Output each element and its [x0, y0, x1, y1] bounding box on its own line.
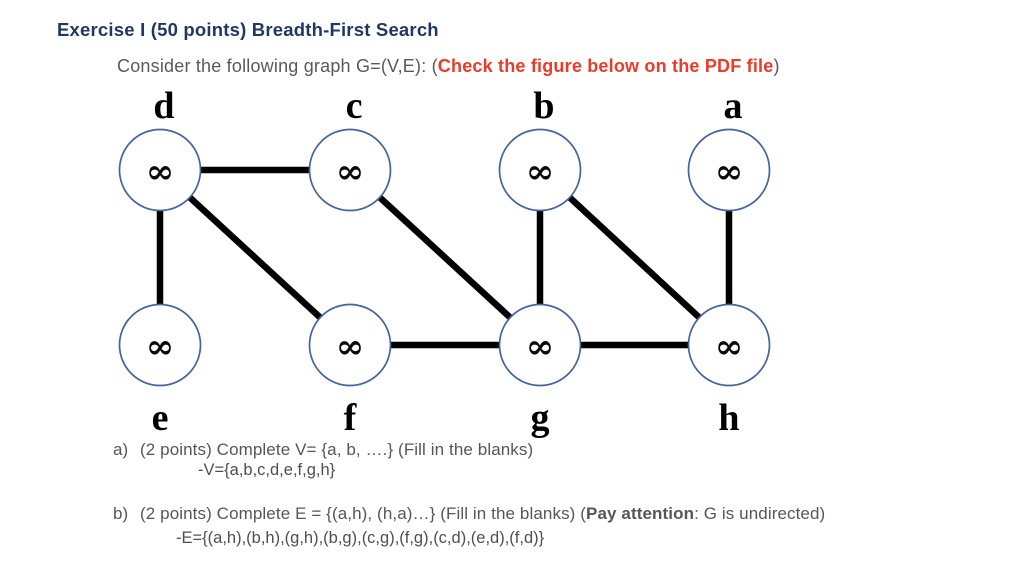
node-e-circle	[118, 303, 202, 387]
node-a-value-infinity: ∞	[715, 152, 743, 192]
section-a-answer: -V={a,b,c,d,e,f,g,h}	[198, 461, 336, 479]
node-g-circle	[498, 303, 582, 387]
node-c-label: c	[346, 85, 363, 127]
node-d-circle	[118, 128, 202, 212]
node-b-label: b	[533, 85, 554, 127]
section-b-text-bold: Pay attention	[586, 504, 695, 523]
intro-prefix: Consider the following graph G=(V,E): (	[117, 56, 438, 76]
section-b-text-suffix: : G is undirected)	[694, 504, 826, 523]
node-c-value-infinity: ∞	[336, 152, 364, 192]
section-a-text: (2 points) Complete V= {a, b, ….} (Fill …	[140, 440, 534, 459]
section-b-answer: -E={(a,h),(b,h),(g,h),(b,g),(c,g),(f,g),…	[176, 529, 545, 547]
intro-line: Consider the following graph G=(V,E): (C…	[117, 56, 780, 77]
intro-highlight-red: Check the figure below on the PDF file	[437, 56, 774, 76]
intro-suffix: )	[773, 56, 780, 76]
section-a-marker: a)	[113, 440, 129, 459]
node-g-value-infinity: ∞	[526, 327, 554, 367]
node-f-value-infinity: ∞	[336, 327, 364, 367]
node-b-value-infinity: ∞	[526, 152, 554, 192]
node-h-circle	[687, 303, 771, 387]
node-d-label: d	[153, 85, 174, 127]
node-g-label: g	[531, 397, 550, 439]
node-h-value-infinity: ∞	[715, 327, 743, 367]
node-f-label: f	[344, 397, 358, 439]
node-a-circle	[687, 128, 771, 212]
edge-c-g	[347, 167, 543, 348]
node-a-label: a	[724, 85, 743, 127]
node-e-label: e	[152, 397, 169, 439]
section-b-marker: b)	[113, 504, 129, 523]
node-h-label: h	[718, 397, 739, 439]
node-b-circle	[498, 128, 582, 212]
edge-b-h	[537, 167, 732, 348]
edge-d-f	[157, 167, 353, 348]
node-c-circle	[308, 128, 392, 212]
node-d-value-infinity: ∞	[146, 152, 174, 192]
exercise-title: Exercise I (50 points) Breadth-First Sea…	[57, 19, 439, 40]
node-e-value-infinity: ∞	[146, 327, 174, 367]
section-b-text: (2 points) Complete E = {(a,h), (h,a)…} …	[140, 504, 825, 524]
section-b-text-prefix: (2 points) Complete E = {(a,h), (h,a)…} …	[140, 504, 587, 523]
node-f-circle	[308, 303, 392, 387]
